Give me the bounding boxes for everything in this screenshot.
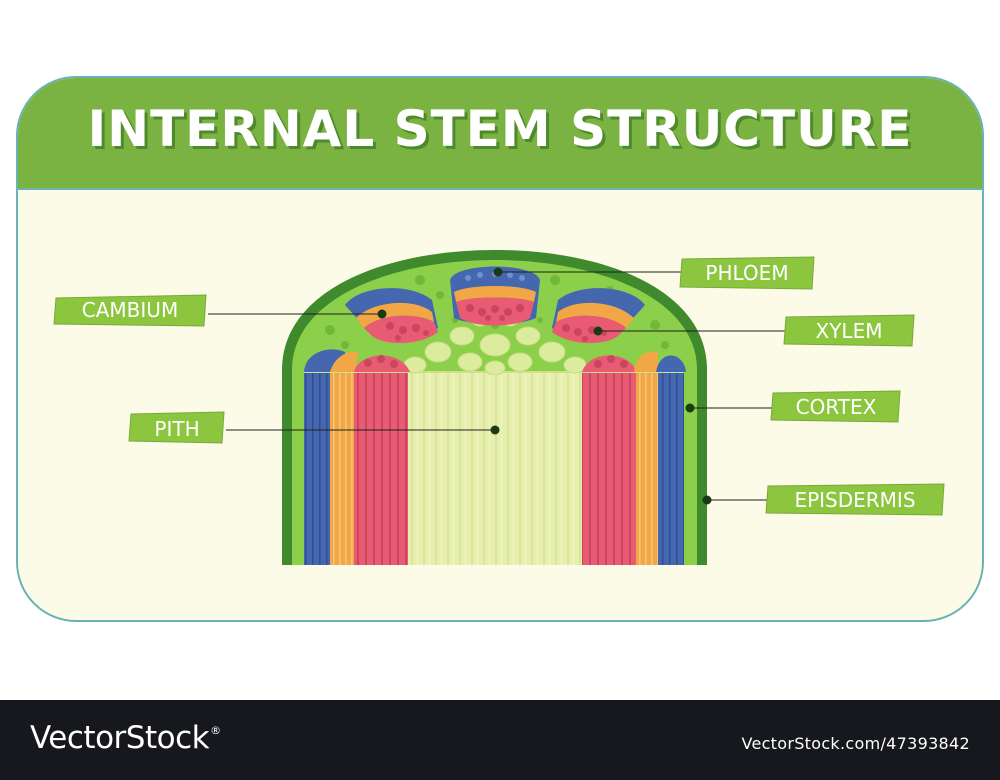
pith-region <box>408 372 582 565</box>
cambium-band-left <box>330 372 354 565</box>
leader-lines <box>208 271 786 501</box>
leader-dots <box>377 267 712 505</box>
label-epidermis-text: EPISDERMIS <box>794 488 915 512</box>
label-cambium-text: CAMBIUM <box>82 298 178 322</box>
label-xylem-text: XYLEM <box>816 319 883 343</box>
phloem-band-left <box>304 372 330 565</box>
label-cortex-text: CORTEX <box>796 395 877 419</box>
registered-mark: ® <box>210 724 221 737</box>
page-title: INTERNAL STEM STRUCTURE <box>87 100 913 158</box>
brand-logo[interactable]: VectorStock® <box>30 720 221 756</box>
label-cortex: CORTEX <box>770 390 901 423</box>
card-header: INTERNAL STEM STRUCTURE <box>18 78 982 190</box>
cambium-band-right <box>636 372 658 565</box>
label-pith-text: PITH <box>154 417 199 441</box>
label-phloem-text: PHLOEM <box>705 261 788 285</box>
brand-name: VectorStock <box>30 720 210 756</box>
label-xylem: XYLEM <box>783 314 915 347</box>
bundle-lower-left <box>304 349 410 372</box>
dome-cross-section <box>304 266 686 375</box>
label-pith: PITH <box>128 411 225 444</box>
bundle-top <box>450 266 540 326</box>
asset-id-link[interactable]: VectorStock.com/47393842 <box>741 734 970 753</box>
label-phloem: PHLOEM <box>679 256 815 290</box>
label-cambium: CAMBIUM <box>53 294 207 327</box>
footer-bar: VectorStock® VectorStock.com/47393842 <box>0 700 1000 780</box>
bundle-left <box>345 288 438 344</box>
phloem-band-right <box>658 372 684 565</box>
bundle-lower-right <box>582 351 686 372</box>
stem-diagram: CAMBIUM PITH PHLOEM XYLEM CORTEX EPISDER… <box>53 250 945 565</box>
xylem-band-left <box>354 372 408 565</box>
label-epidermis: EPISDERMIS <box>765 483 945 516</box>
xylem-band-right <box>582 372 636 565</box>
